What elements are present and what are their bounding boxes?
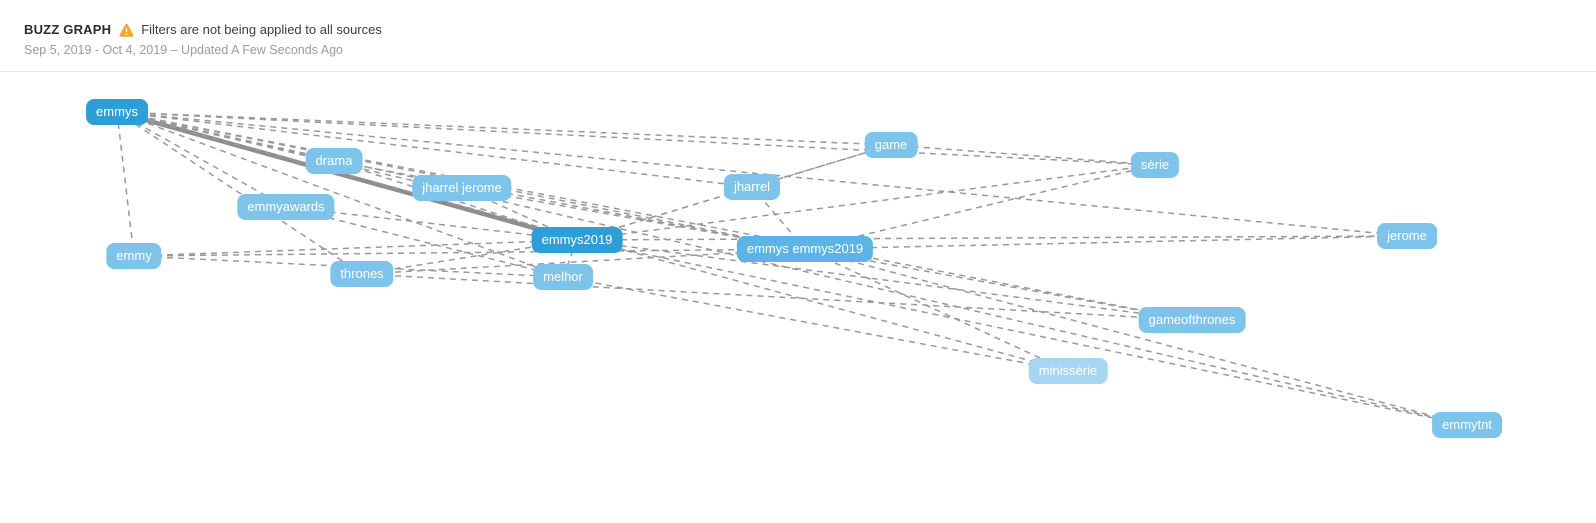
date-range-status: Sep 5, 2019 - Oct 4, 2019 – Updated A Fe… [24,43,343,57]
graph-edge-emmys-emmys2019-jerome [804,235,1408,250]
graph-edge-emmys2019-serie [576,164,1156,241]
graph-node-thrones[interactable]: thrones [330,261,394,287]
graph-node-emmys2019[interactable]: emmys2019 [531,227,623,253]
page-title: BUZZ GRAPH [24,22,112,37]
graph-edge-emmys-emmys2019-serie [804,164,1156,250]
graph-node-drama[interactable]: drama [305,148,363,174]
graph-edge-emmys2019-emmytnt [576,239,1468,426]
graph-edge-thrones-emmys-emmys2019 [361,248,806,275]
graph-edge-melhor-minisserie [562,276,1069,372]
graph-edge-emmys-thrones [116,111,363,275]
graph-node-jerome[interactable]: jerome [1377,223,1437,249]
graph-edge-game-serie [890,144,1156,166]
graph-node-emmys[interactable]: emmys [86,99,148,125]
graph-edge-emmys-game [116,111,892,146]
graph-edge-emmyawards-emmys2019 [285,206,578,241]
warning-message: Filters are not being applied to all sou… [141,22,382,37]
graph-edge-emmys-jerome [116,111,1408,237]
graph-edge-emmys-serie [116,111,1156,166]
graph-node-emmys-emmys2019[interactable]: emmys emmys2019 [736,236,874,262]
graph-node-jharrel[interactable]: jharrel [723,174,781,200]
header-divider [0,71,1596,72]
graph-node-game[interactable]: game [864,132,918,158]
graph-edge-emmys-emmy [116,111,135,257]
graph-edge-emmy-emmys2019 [133,239,578,257]
warning-icon [119,23,134,37]
graph-edge-emmys-emmys2019-emmytnt [804,248,1468,426]
graph-edge-emmys-emmys2019-minisserie [804,248,1069,372]
graph-edge-emmy-emmys-emmys2019 [133,248,806,257]
graph-edge-emmys-jharrel-jerome [116,111,463,189]
graph-edge-emmyawards-melhor [285,206,564,278]
graph-node-jharrel-jerome[interactable]: jharrel jerome [412,175,512,201]
graph-node-serie[interactable]: série [1130,152,1180,178]
graph-node-minisserie[interactable]: minissérie [1028,358,1108,384]
graph-edge-emmys-melhor [116,111,564,278]
graph-node-melhor[interactable]: melhor [533,264,593,290]
buzz-graph-header: BUZZ GRAPH Filters are not being applied… [0,0,1596,57]
graph-node-emmy[interactable]: emmy [106,243,162,269]
graph-node-emmytnt[interactable]: emmytnt [1432,412,1502,438]
graph-node-emmyawards[interactable]: emmyawards [237,194,335,220]
graph-edge-emmys-emmys-emmys2019 [116,111,806,250]
graph-edge-drama-emmys2019 [333,160,578,241]
graph-edge-emmys2019-gameofthrones [576,239,1193,321]
graph-node-gameofthrones[interactable]: gameofthrones [1138,307,1246,333]
graph-edge-emmys-jharrel [116,111,753,188]
